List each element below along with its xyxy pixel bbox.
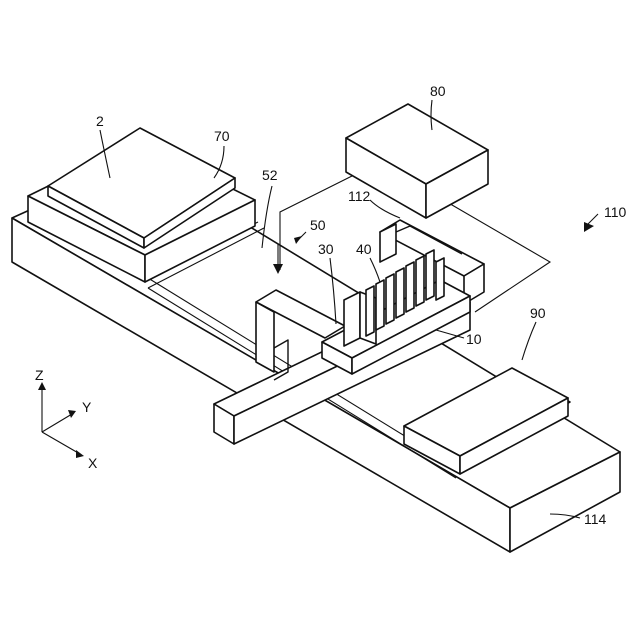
label-52: 52	[262, 167, 278, 183]
axis-triad	[38, 382, 84, 458]
axis-z-label: Z	[35, 367, 44, 383]
axis-y-label: Y	[82, 399, 92, 415]
axis-x-label: X	[88, 455, 98, 471]
label-112: 112	[348, 188, 371, 204]
label-10: 10	[466, 331, 482, 347]
arrow-50	[294, 232, 306, 244]
label-110: 110	[604, 204, 627, 220]
label-30: 30	[318, 241, 334, 257]
label-114: 114	[584, 511, 607, 527]
label-40: 40	[356, 241, 372, 257]
label-50: 50	[310, 217, 326, 233]
label-70: 70	[214, 128, 230, 144]
label-2: 2	[96, 113, 104, 129]
arrow-110	[584, 214, 598, 232]
label-90: 90	[530, 305, 546, 321]
label-80: 80	[430, 83, 446, 99]
